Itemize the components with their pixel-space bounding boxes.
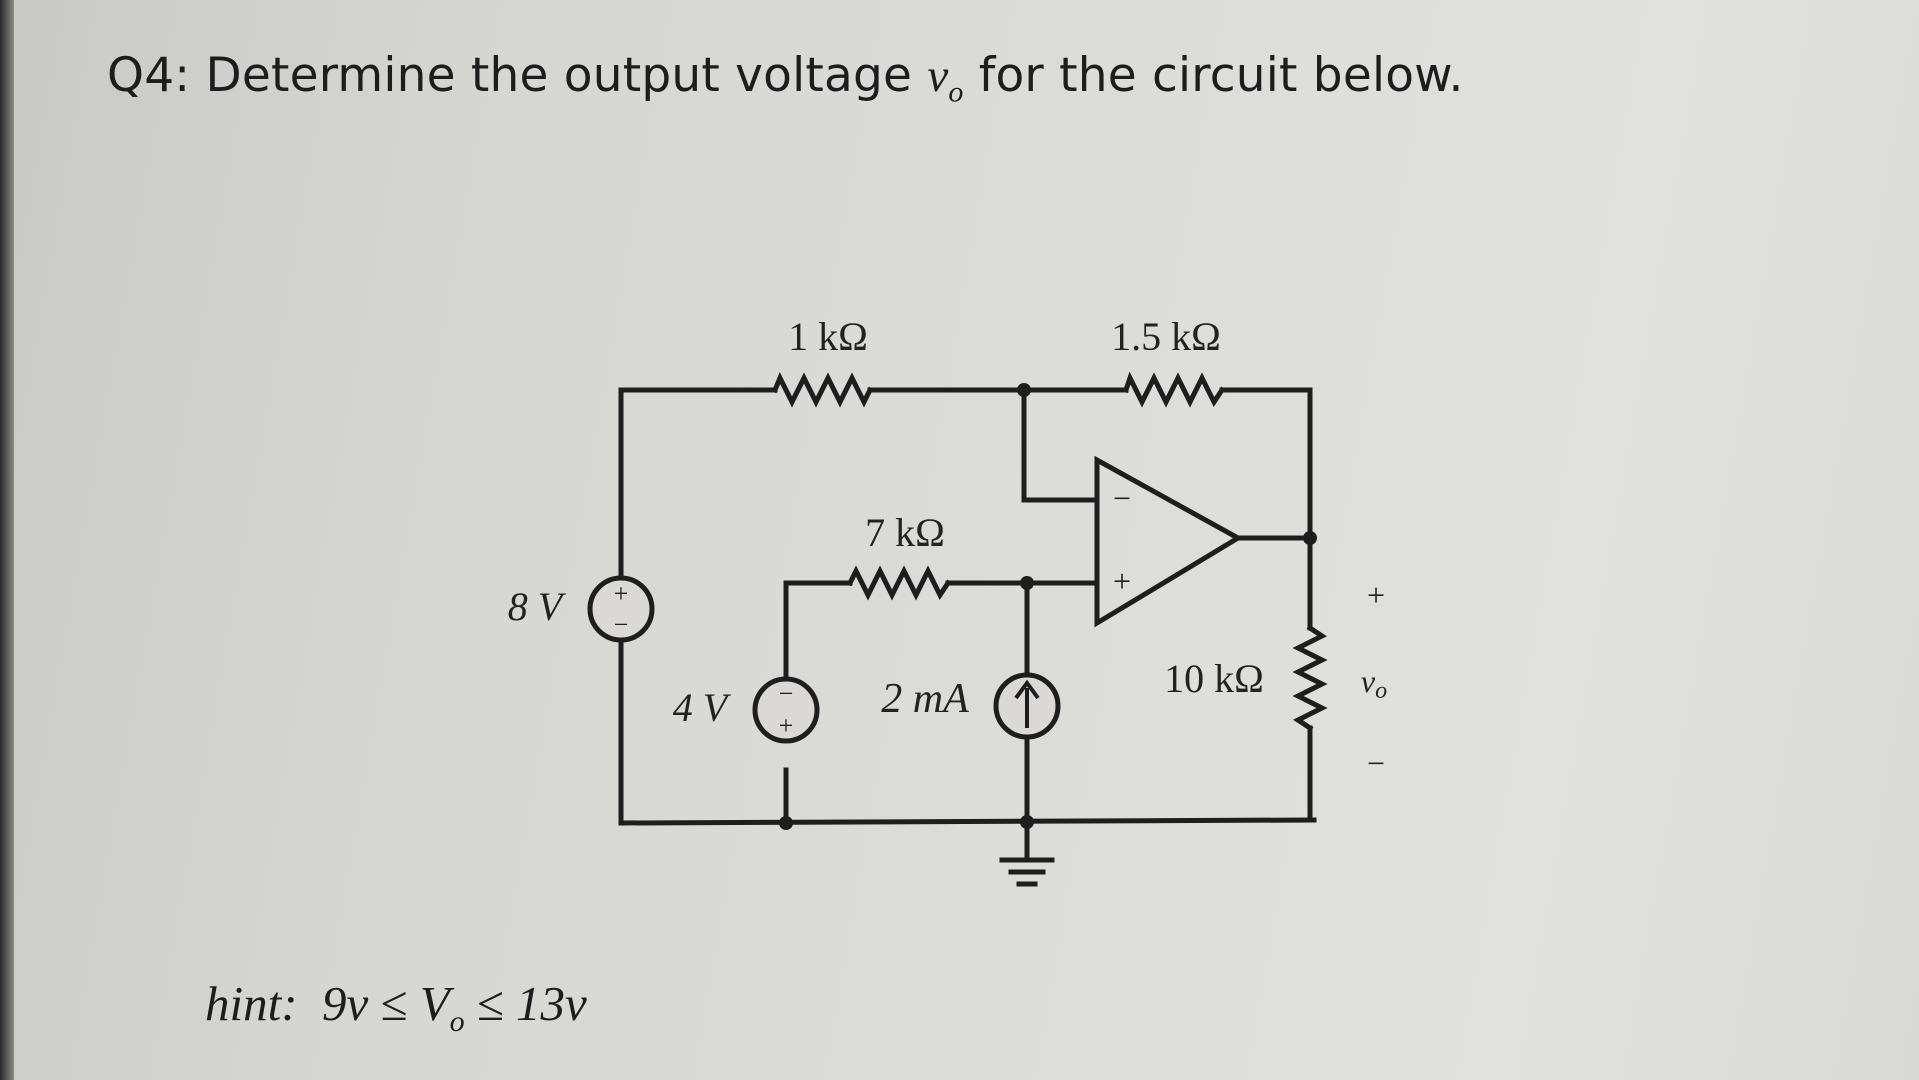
label-1-5k: 1.5 kΩ <box>1111 314 1221 359</box>
hint-prefix: hint: <box>205 976 298 1031</box>
junction-dot <box>1020 576 1034 590</box>
junction-dot <box>1017 383 1031 397</box>
hint-var: Vo <box>419 976 465 1038</box>
vo-label: vo <box>1361 663 1387 704</box>
question-number: Q4: <box>107 48 191 103</box>
question-text: Q4: Determine the output voltage vo for … <box>107 48 1464 109</box>
question-prefix: Determine the output voltage <box>205 48 913 103</box>
wire-top-right <box>1219 387 1313 541</box>
resistor-1-5k <box>1122 371 1226 408</box>
junction-dot <box>779 816 793 830</box>
question-variable: vo <box>927 50 964 109</box>
ground-symbol <box>999 857 1055 887</box>
wire-inverting <box>1021 387 1100 503</box>
hint-op1: ≤ <box>380 976 408 1031</box>
question-suffix: for the circuit below. <box>978 48 1464 103</box>
vo-minus: − <box>1367 745 1385 781</box>
label-10k: 10 kΩ <box>1164 656 1264 701</box>
source-8v-circle <box>587 575 655 643</box>
hint-op2: ≤ <box>476 976 504 1031</box>
opamp-minus-label: − <box>1113 480 1131 516</box>
resistor-1k <box>771 371 874 408</box>
opamp-symbol <box>1094 455 1243 628</box>
wire-mid-left <box>783 580 853 713</box>
label-4v: 4 V <box>673 685 732 730</box>
vo-plus: + <box>1367 577 1385 613</box>
resistor-10k <box>1292 624 1328 732</box>
junction-dot <box>1020 815 1034 829</box>
source-8v-plus: + <box>614 579 629 608</box>
source-8v-minus: − <box>614 610 629 639</box>
source-4v-minus: − <box>779 679 794 708</box>
opamp-plus-label: + <box>1113 563 1131 599</box>
screen-bezel <box>0 0 14 1080</box>
label-2ma: 2 mA <box>881 676 969 722</box>
hint-lower: 9v <box>322 976 369 1031</box>
label-1k: 1 kΩ <box>788 314 868 359</box>
source-4v-plus: + <box>779 711 794 740</box>
arrow-up-icon <box>1014 679 1040 728</box>
hint-text: hint: 9v ≤ Vo ≤ 13v <box>205 975 587 1039</box>
label-7k: 7 kΩ <box>865 510 945 555</box>
resistor-7k <box>846 565 952 601</box>
junction-dot <box>1303 531 1317 545</box>
hint-upper: 13v <box>516 976 587 1031</box>
source-4v-circle <box>752 676 820 744</box>
label-8v: 8 V <box>508 584 567 629</box>
wire-left <box>618 387 778 826</box>
wire-bottom <box>618 817 1317 826</box>
